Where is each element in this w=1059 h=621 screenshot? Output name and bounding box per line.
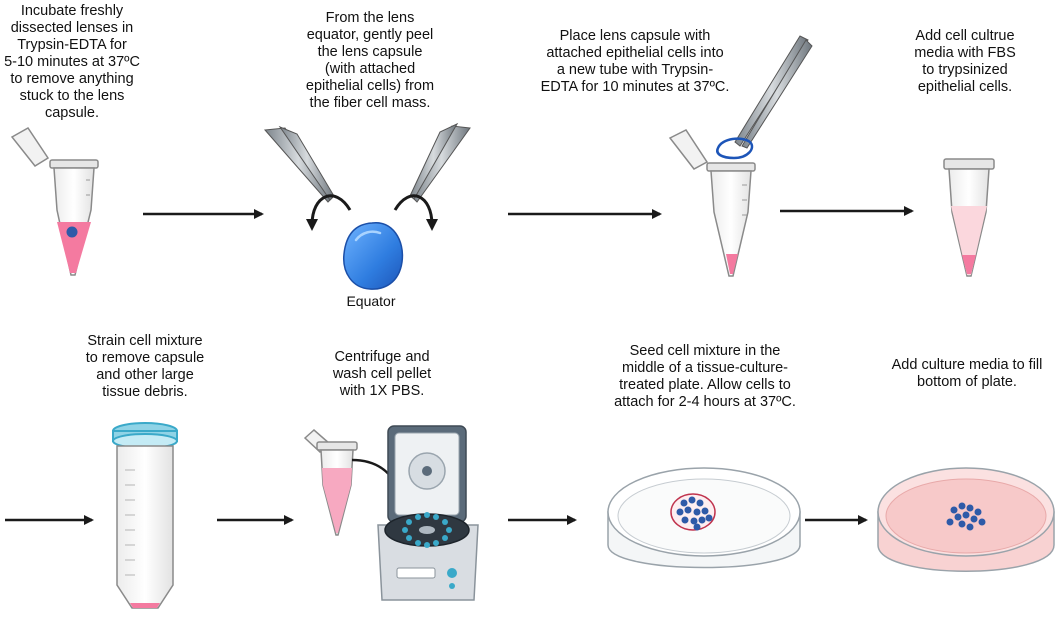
- step2-forceps-left-icon: [263, 125, 335, 203]
- step6-caption: Centrifuge and wash cell pellet with 1X …: [332, 349, 432, 399]
- peel-arrow-right-icon: [393, 194, 438, 231]
- step2-caption: From the lens equator, gently peel the l…: [305, 10, 435, 111]
- lens-icon: [343, 222, 404, 290]
- step4-tube-icon: [943, 158, 995, 277]
- peel-arrow-left-icon: [306, 194, 352, 231]
- petri-dish-seeded-icon: [607, 467, 801, 569]
- step1-caption: Incubate freshly dissected lenses in Try…: [4, 3, 140, 121]
- step5-caption: Strain cell mixture to remove capsule an…: [85, 333, 205, 400]
- step1-tube-icon: [10, 127, 99, 276]
- centrifuge-icon: [377, 425, 479, 601]
- lens-equator-label: Equator: [346, 293, 396, 309]
- step3-caption: Place lens capsule with attached epithel…: [540, 28, 730, 95]
- step4-caption: Add cell cultrue media with FBS to tryps…: [914, 28, 1016, 95]
- step7-caption: Seed cell mixture in the middle of a tis…: [614, 343, 796, 410]
- conical-tube-icon: [116, 445, 174, 609]
- step3-tube-icon: [668, 129, 756, 277]
- step2-forceps-right-icon: [409, 122, 471, 203]
- cell-strainer-icon: [112, 422, 178, 449]
- step6-tube-icon: [303, 429, 358, 536]
- petri-dish-media-icon: [877, 467, 1055, 572]
- capsule-icon: [716, 137, 754, 160]
- step8-caption: Add culture media to fill bottom of plat…: [891, 357, 1043, 390]
- step3-forceps-icon: [734, 35, 813, 149]
